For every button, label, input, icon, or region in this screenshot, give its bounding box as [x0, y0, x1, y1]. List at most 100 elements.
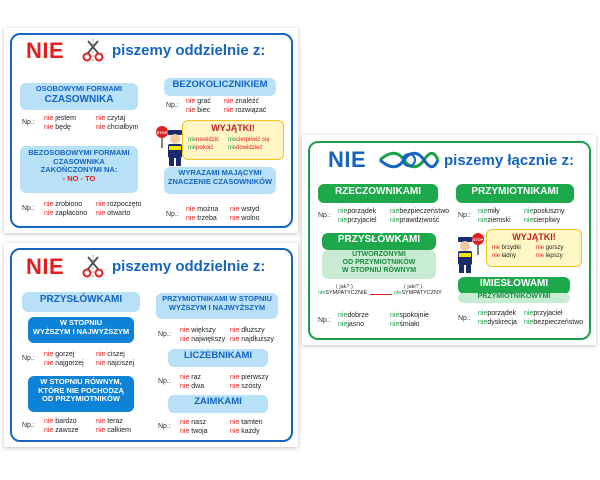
- example-row: nie gorszy: [536, 245, 564, 251]
- np-label: Np.:: [458, 315, 471, 322]
- examples-grid: nie gorzej nie najgorzej: [44, 350, 84, 369]
- label-adverbs-from-adjectives: UTWORZONYMI OD PRZYMIOTNIKÓW W STOPNIU R…: [322, 250, 436, 279]
- np-label: Np.:: [318, 317, 331, 324]
- example-row: niedobrze: [338, 312, 369, 319]
- exceptions-title: WYJĄTKI!: [512, 232, 556, 242]
- label-verb-like-words: WYRAZAMI MAJĄCYMI ZNACZENIE CZASOWNIKÓW: [164, 167, 276, 194]
- np-label: Np.:: [166, 102, 179, 109]
- label-line: LICZEBNIKAMI: [183, 350, 253, 361]
- label-nouns: RZECZOWNIKAMI: [318, 184, 438, 203]
- examples-grid: nie czytaj nie chciałbym: [96, 114, 138, 133]
- example-row: niepokoić: [188, 145, 214, 152]
- examples-grid: nieposłuszny niecierpliwy: [524, 207, 564, 226]
- example-word: nieSYMPATYCZNIE: [318, 290, 368, 296]
- example-row: nie zrobiono: [44, 201, 83, 208]
- example-row: nieprzyjaciel: [338, 217, 377, 225]
- svg-text:STOP: STOP: [473, 237, 484, 242]
- example-row: nie gorzej: [44, 351, 75, 358]
- label-pronouns: ZAIMKAMI: [168, 395, 268, 413]
- example-row: nieporządek: [478, 310, 517, 317]
- poster-nie-title: NIE: [26, 38, 65, 63]
- exceptions-box: WYJĄTKI!: [182, 120, 284, 160]
- label-positive-adverbs: W STOPNIU RÓWNYM, KTÓRE NIE POCHODZĄ OD …: [28, 376, 134, 412]
- police-officer-icon: STOP: [458, 233, 484, 273]
- example-row: nie większy: [180, 327, 216, 334]
- examples-grid: nie pierwszy nie szósty: [230, 373, 269, 392]
- label-line: IMIESŁOWAMI: [479, 278, 549, 289]
- label-line: WYŻSZYM I NAJWYŻSZYM: [168, 302, 266, 312]
- np-label: Np.:: [22, 119, 35, 126]
- label-line: CZASOWNIKA: [44, 93, 114, 105]
- example-row: niejasno: [338, 321, 365, 329]
- example-row: nie grać: [186, 98, 211, 105]
- examples-grid: nie znaleźć nie rozwiązać: [224, 97, 266, 116]
- label-adverbs: PRZYSŁÓWKAMI: [22, 292, 140, 312]
- examples-grid: nieprzyjaciel niebezpieczeństwo: [524, 309, 583, 328]
- svg-text:STOP: STOP: [157, 130, 168, 135]
- example-row: nie rozwiązać: [224, 107, 267, 115]
- scissors-icon: [82, 255, 104, 278]
- label-line: - NO - TO: [62, 173, 96, 183]
- example-row: nie teraz: [96, 418, 123, 425]
- example-row: nie całkiem: [96, 427, 132, 435]
- example-row: nie dwa: [180, 383, 205, 391]
- example-row: nie tamten: [230, 419, 263, 426]
- example-row: niespokojnie: [390, 312, 429, 319]
- scissors-icon: [82, 39, 104, 62]
- example-row: nie zawsze: [44, 427, 79, 435]
- example-row: niecierpliwy: [524, 217, 561, 225]
- example-row: nie najdłuższy: [230, 336, 274, 344]
- example-row: nieprawdziwość: [390, 217, 440, 225]
- examples-grid: nieporządek niedyskrecja: [478, 309, 517, 328]
- poster-together: NIE piszemy łącznie z: RZECZOWNIKAMI Np.…: [302, 135, 596, 345]
- examples-grid: nie większy nie największy: [180, 326, 225, 345]
- examples-grid: nie rozpoczęto nie otwarto: [96, 200, 142, 219]
- label-line: W STOPNIU: [59, 318, 103, 327]
- np-label: Np.:: [458, 212, 471, 219]
- np-label: Np.:: [158, 331, 171, 338]
- label-line: OD PRZYMIOTNIKÓW: [42, 394, 120, 404]
- example-row: nie ładny: [492, 253, 517, 260]
- example-row: nieposłuszny: [524, 208, 565, 215]
- example-word: nieSYMPATYCZNY: [394, 290, 442, 296]
- example-row: nie wstyd: [230, 206, 260, 213]
- poster-frame: [10, 33, 293, 228]
- examples-grid: nie tamten nie każdy: [230, 418, 263, 437]
- examples-grid: nie bardzo nie zawsze: [44, 417, 79, 436]
- poster-separately-adverbs: NIE piszemy oddzielnie z: PRZYSŁÓWKAMI W…: [4, 243, 298, 447]
- np-label: Np.:: [158, 378, 171, 385]
- np-label: Np.:: [158, 423, 171, 430]
- example-row: nie jestem: [44, 115, 76, 122]
- examples-grid: nie gorszy nie lepszy: [536, 244, 563, 260]
- arrow-icon: [370, 294, 392, 295]
- rope-knot-icon: [378, 151, 440, 169]
- example-row: nienawidzić: [188, 137, 220, 143]
- example-row: nie czytaj: [96, 115, 126, 122]
- examples-grid: nie brzydki nie ładny: [492, 244, 521, 260]
- example-row: nie każdy: [230, 428, 260, 436]
- label-line: PRZYSŁÓWKAMI: [39, 294, 123, 305]
- example-row: niecierpliwić się: [228, 137, 270, 143]
- poster-nie-title: NIE: [26, 254, 65, 279]
- examples-grid: niespokojnie nieśmiało: [390, 311, 429, 330]
- np-label: Np.:: [22, 355, 35, 362]
- example-row: nie wolno: [230, 215, 260, 223]
- police-officer-icon: STOP: [156, 126, 182, 166]
- label-line: CZASOWNIKA: [53, 156, 105, 166]
- example-row: niemiły: [478, 208, 500, 215]
- example-row: nie nasz: [180, 419, 207, 426]
- exceptions-title: WYJĄTKI!: [211, 123, 255, 133]
- example-row: nie ciszej: [96, 351, 125, 358]
- label-line: ZAIMKAMI: [194, 396, 242, 407]
- label-comparative-adverbs: W STOPNIU WYŻSZYM I NAJWYŻSZYM: [28, 317, 134, 343]
- np-label: Np.:: [318, 212, 331, 219]
- label-personal-verb-forms: OSOBOWYMI FORMAMI CZASOWNIKA: [20, 83, 138, 110]
- label-line: W STOPNIU RÓWNYM: [341, 267, 417, 275]
- example-row: nie będę: [44, 124, 71, 132]
- example-row: nie raz: [180, 374, 202, 381]
- example-row: nie biec: [186, 107, 211, 115]
- example-row: nieporządek: [338, 208, 377, 215]
- poster-heading: piszemy oddzielnie z:: [112, 42, 266, 59]
- label-line: WYRAZAMI MAJĄCYMI: [178, 168, 262, 177]
- example-row: nie dłuższy: [230, 327, 265, 334]
